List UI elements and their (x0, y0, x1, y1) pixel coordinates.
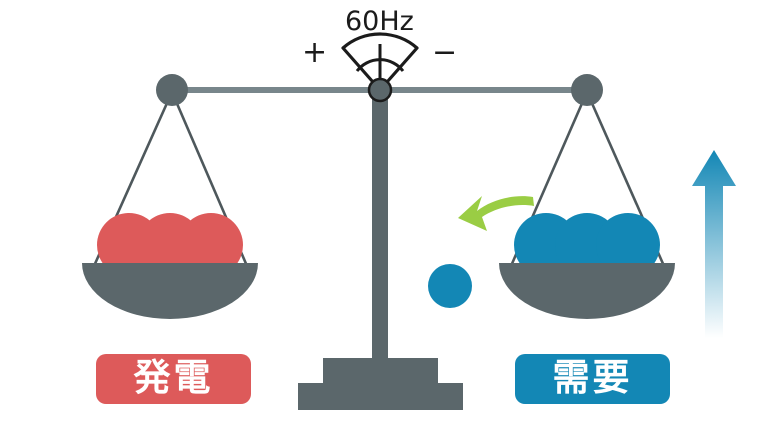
floating-ball (428, 264, 472, 308)
demand-label-badge: 需要 (515, 354, 670, 404)
center-pivot (367, 77, 393, 103)
base-upper-tier (323, 358, 438, 384)
right-pan (499, 263, 675, 319)
right-scale-assembly (499, 74, 675, 319)
gauge-reading-label: 60Hz (345, 6, 414, 37)
left-scale-assembly (82, 74, 258, 319)
gauge-plus-sign: + (302, 35, 328, 70)
left-beam-pivot (156, 74, 188, 106)
blue-ball-3 (596, 213, 660, 277)
gauge-minus-sign: − (432, 35, 458, 70)
red-ball-3 (179, 213, 243, 277)
left-pan-balls (97, 213, 243, 277)
scale-base (298, 358, 463, 410)
curved-arrow-icon (458, 196, 534, 231)
base-lower-tier (298, 383, 463, 410)
scale-column (372, 90, 388, 360)
right-pan-balls (514, 213, 660, 277)
right-beam-pivot (571, 74, 603, 106)
left-pan (82, 263, 258, 319)
generation-label-badge: 発電 (96, 354, 251, 404)
up-arrow-icon (692, 150, 736, 338)
